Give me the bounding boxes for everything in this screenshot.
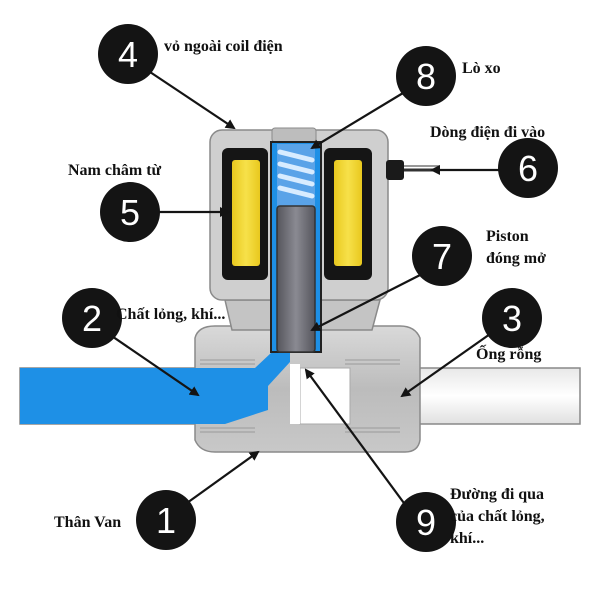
piston — [276, 205, 316, 353]
label-lo-xo: Lò xo — [462, 60, 501, 77]
marker-8-number: 8 — [416, 56, 436, 97]
marker-2-number: 2 — [82, 298, 102, 339]
fluid-channel — [20, 352, 351, 425]
label-duong-di-line3: khí... — [450, 530, 485, 547]
marker-7-number: 7 — [432, 236, 452, 277]
marker-9: 9 — [396, 492, 456, 552]
marker-6: 6 — [498, 138, 558, 198]
marker-3-number: 3 — [502, 298, 522, 339]
spring — [277, 144, 315, 206]
label-piston-line1: Piston — [486, 228, 529, 245]
marker-8: 8 — [396, 46, 456, 106]
marker-9-number: 9 — [416, 502, 436, 543]
label-dong-dien: Dòng điện đi vào — [430, 124, 546, 141]
marker-3: 3 — [482, 288, 542, 348]
label-vo-ngoai-coil: vỏ ngoài coil điện — [164, 38, 283, 55]
label-duong-di-line1: Đường đi qua — [450, 486, 545, 503]
magnetic-coil-right — [324, 148, 372, 280]
label-chat-long-khi: Chất lỏng, khí... — [116, 306, 226, 323]
marker-1-number: 1 — [156, 500, 176, 541]
marker-1: 1 — [136, 490, 196, 550]
marker-5-number: 5 — [120, 192, 140, 233]
label-piston-line2: đóng mở — [486, 250, 546, 267]
marker-7: 7 — [412, 226, 472, 286]
label-nam-cham-tu: Nam châm từ — [68, 162, 162, 179]
marker-5: 5 — [100, 182, 160, 242]
label-than-van: Thân Van — [54, 514, 122, 531]
power-cable — [386, 160, 440, 180]
label-duong-di-line2: của chất lỏng, — [450, 508, 545, 525]
label-ong-rong: Ống rỗng — [476, 346, 542, 363]
callout-arrows — [102, 71, 501, 515]
magnetic-coil-left — [222, 148, 268, 280]
marker-4: 4 — [98, 24, 158, 84]
marker-2: 2 — [62, 288, 122, 348]
marker-6-number: 6 — [518, 148, 538, 189]
marker-4-number: 4 — [118, 34, 138, 75]
